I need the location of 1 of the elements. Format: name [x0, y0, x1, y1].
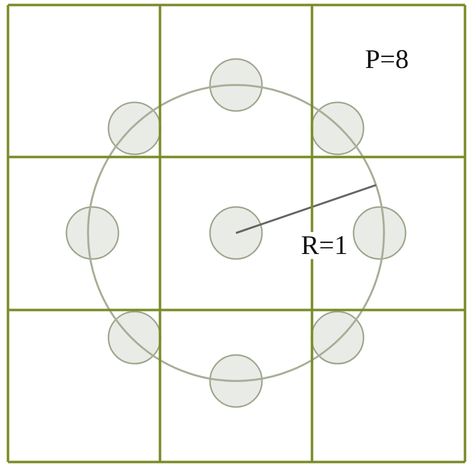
- radius-label: R=1: [300, 232, 349, 259]
